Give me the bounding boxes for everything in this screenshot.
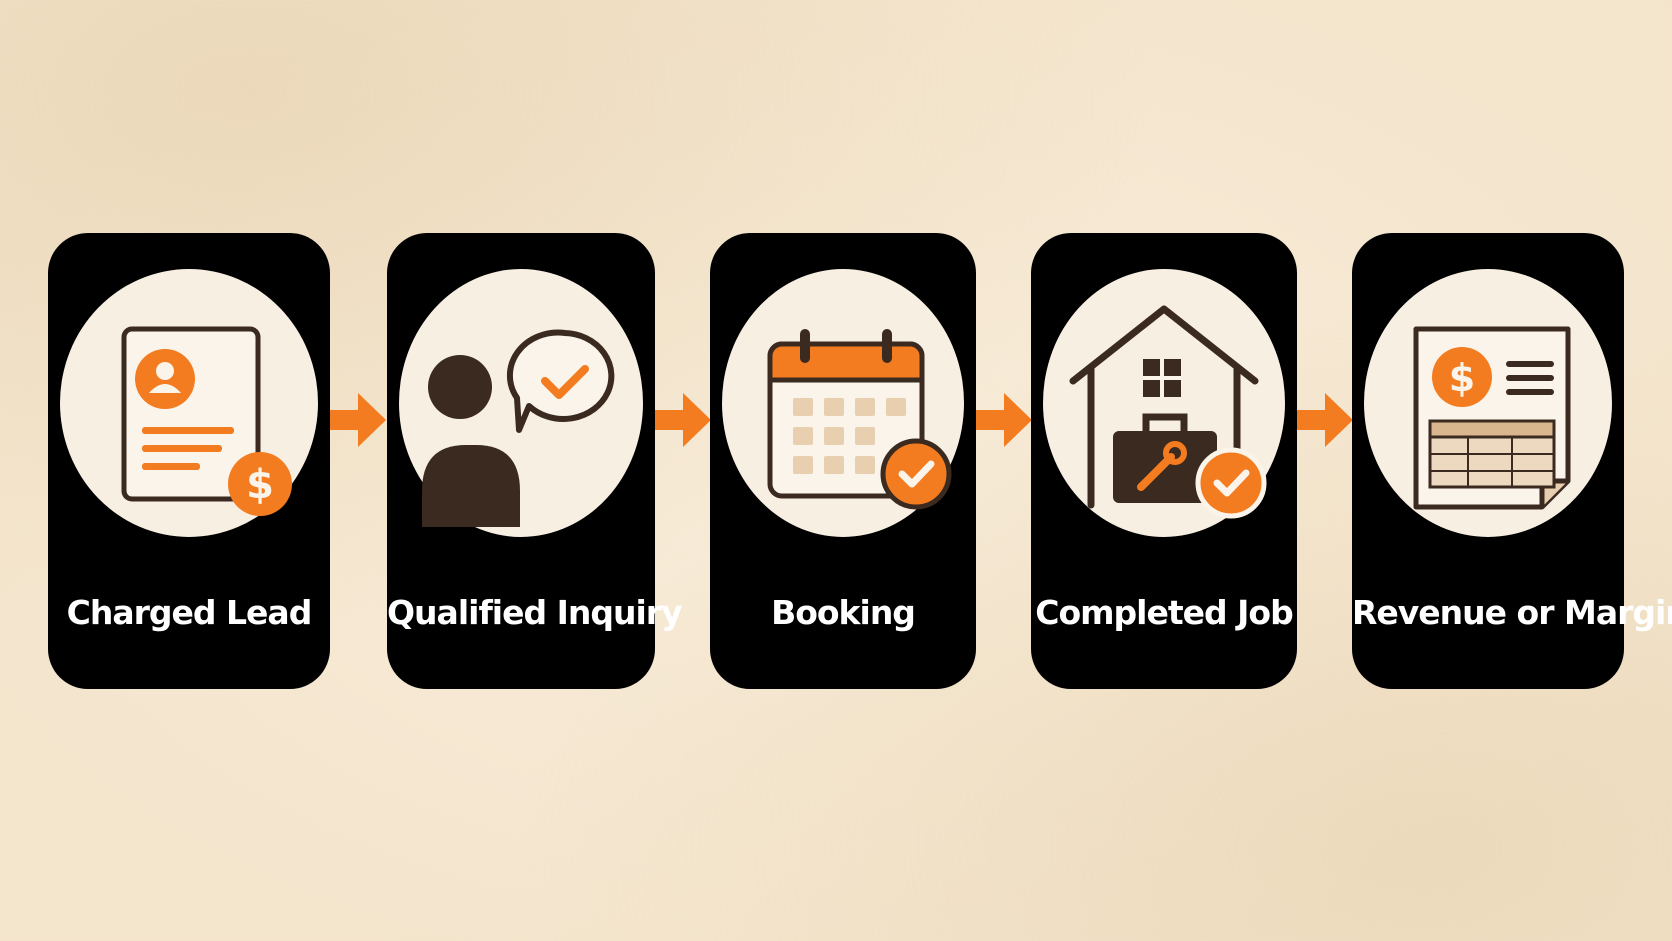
step-icon-circle: [1043, 269, 1285, 537]
house-toolbox-check-icon: [1069, 305, 1267, 519]
step-icon-circle: $: [1364, 269, 1612, 537]
step-label: Charged Lead: [66, 593, 313, 632]
invoice-dollar-icon: $: [1413, 326, 1571, 510]
step-label: Booking: [771, 593, 916, 632]
arrow-right-icon: [1297, 391, 1355, 449]
step-icon-circle: [399, 269, 643, 537]
step-label: Revenue or Margin: [1352, 593, 1672, 632]
step-label: Qualified Inquiry: [387, 593, 683, 632]
person-chat-check-icon: [422, 329, 615, 527]
lead-document-dollar-icon: $: [121, 326, 292, 516]
step-label: Completed Job: [1035, 593, 1293, 632]
step-card-completed-job: Completed Job: [1031, 233, 1297, 689]
arrow-right-icon: [655, 391, 713, 449]
svg-text:$: $: [1449, 356, 1475, 400]
step-icon-circle: $: [60, 269, 318, 537]
step-card-booking: Booking: [710, 233, 976, 689]
step-icon-circle: [722, 269, 964, 537]
calendar-check-icon: [767, 329, 952, 510]
step-card-qualified-inquiry: Qualified Inquiry: [387, 233, 683, 689]
arrow-right-icon: [976, 391, 1034, 449]
svg-text:$: $: [246, 462, 274, 508]
step-card-charged-lead: $ Charged Lead: [48, 233, 330, 689]
arrow-right-icon: [330, 391, 388, 449]
step-card-revenue-or-margin: $ Revenue or Margin: [1352, 233, 1672, 689]
